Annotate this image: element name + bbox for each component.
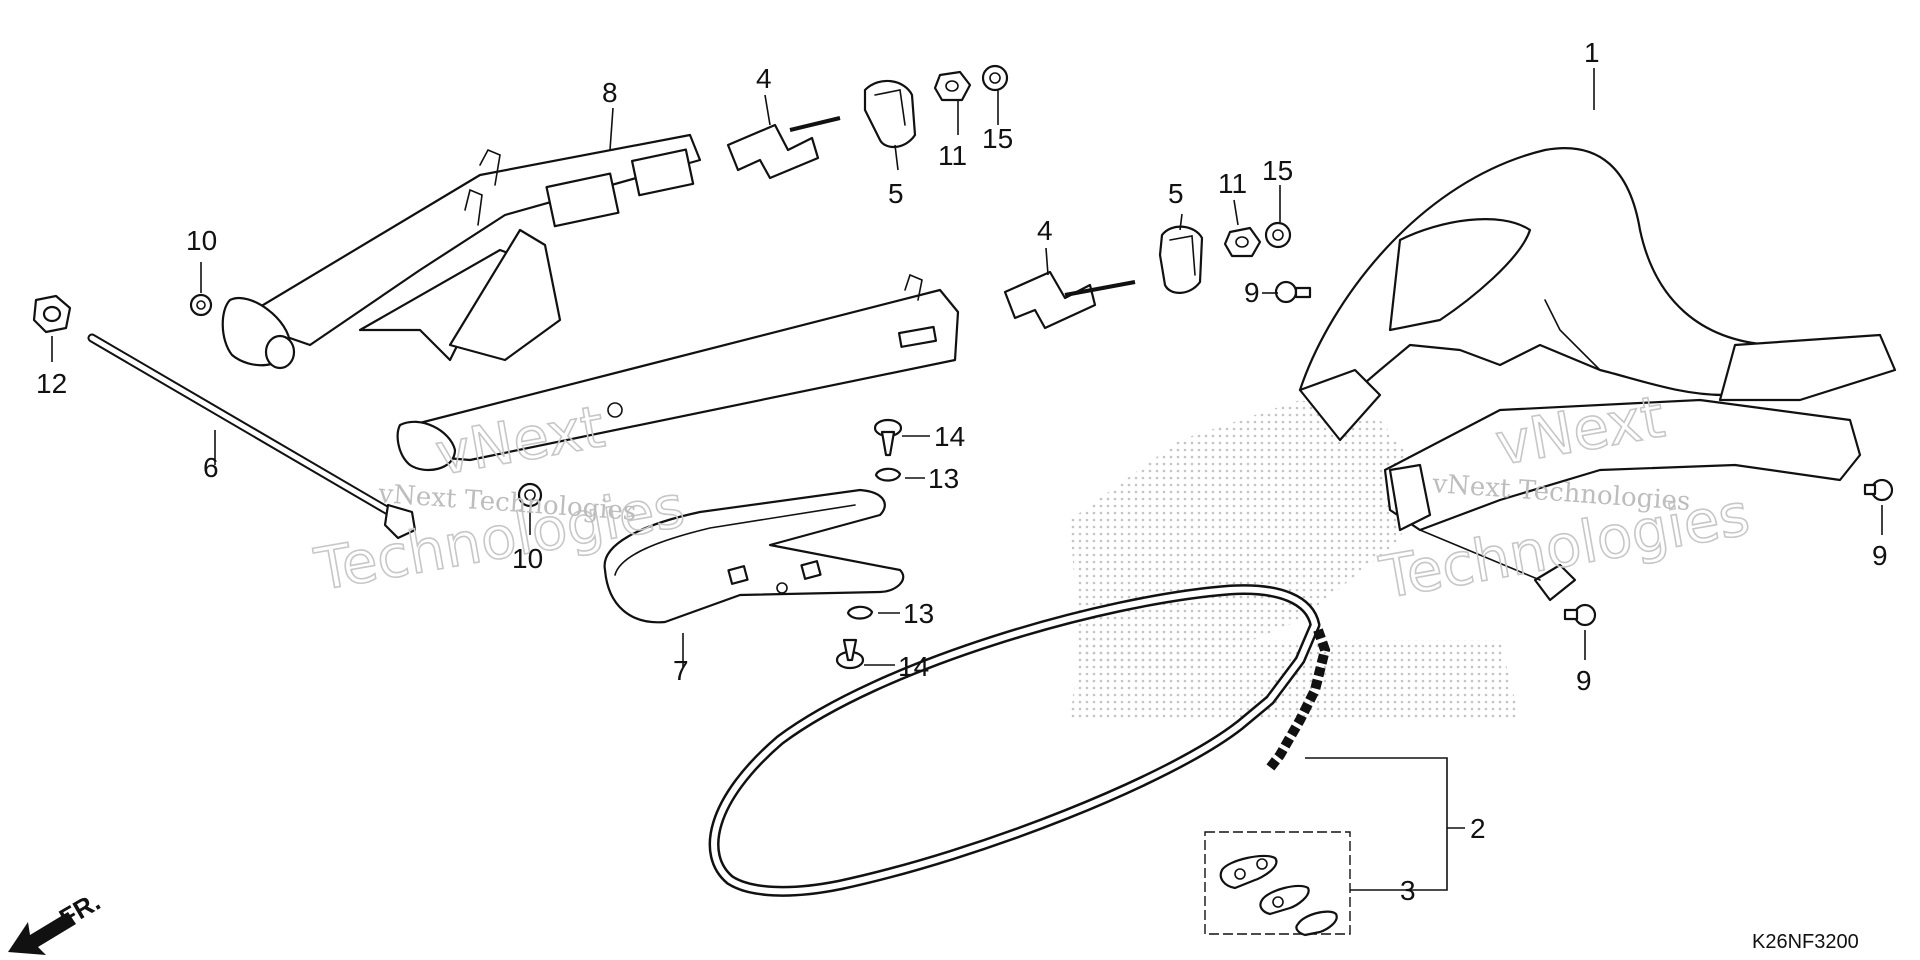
washer-10-top[interactable] xyxy=(189,293,213,317)
end-cap-left[interactable] xyxy=(863,79,917,148)
callout-5a: 5 xyxy=(888,178,904,209)
callout-11a: 11 xyxy=(938,140,967,171)
bolt-9-bottom[interactable] xyxy=(1563,603,1597,627)
chain-slider[interactable] xyxy=(603,488,905,624)
callout-13a: 13 xyxy=(928,463,959,494)
nut-15-left[interactable] xyxy=(981,64,1009,92)
callout-9b: 9 xyxy=(1872,540,1888,571)
bolt-9-top[interactable] xyxy=(1274,280,1312,304)
callout-9c: 9 xyxy=(1576,665,1592,696)
nut-15-right[interactable] xyxy=(1264,221,1292,249)
callout-9a: 9 xyxy=(1244,277,1260,308)
callout-11b: 11 xyxy=(1218,168,1247,199)
callout-3: 3 xyxy=(1400,875,1416,906)
end-cap-right[interactable] xyxy=(1158,225,1204,294)
callout-5b: 5 xyxy=(1168,178,1184,209)
callout-8: 8 xyxy=(602,77,618,108)
washer-10-bottom[interactable] xyxy=(517,482,543,508)
chain-adjuster-right[interactable] xyxy=(1003,270,1136,330)
callout-4b: 4 xyxy=(1037,215,1053,246)
svg-text:vNext: vNext xyxy=(431,392,610,488)
nut-11-left[interactable] xyxy=(933,70,972,102)
callout-7: 7 xyxy=(673,655,689,686)
honda-watermark xyxy=(1070,400,1520,720)
callout-1: 1 xyxy=(1584,37,1600,68)
master-link-kit[interactable] xyxy=(1204,831,1351,937)
clip-13-bottom[interactable] xyxy=(846,605,874,620)
clip-13-top[interactable] xyxy=(874,467,902,482)
callout-12: 12 xyxy=(36,368,67,399)
callout-labels: 1 2 3 4 4 5 5 6 7 8 9 9 9 10 10 11 11 12… xyxy=(36,37,1888,906)
callout-15a: 15 xyxy=(982,123,1013,154)
pivot-bolt[interactable] xyxy=(87,333,417,540)
rear-fender[interactable] xyxy=(1298,147,1897,602)
callout-14a: 14 xyxy=(934,421,965,452)
screw-14-top[interactable] xyxy=(873,418,903,457)
callout-6: 6 xyxy=(203,452,219,483)
bolt-9-right[interactable] xyxy=(1863,478,1894,502)
pivot-nut-12[interactable] xyxy=(32,294,72,334)
diagram-code: K26NF3200 xyxy=(1752,931,1859,953)
front-direction-arrow: FR. xyxy=(8,886,105,955)
leader-lines xyxy=(51,68,1883,891)
drive-chain[interactable] xyxy=(708,584,1331,897)
callout-10b: 10 xyxy=(512,543,543,574)
callout-4a: 4 xyxy=(756,63,772,94)
callout-2: 2 xyxy=(1470,813,1486,844)
callout-10a: 10 xyxy=(186,225,217,256)
screw-14-bottom[interactable] xyxy=(835,638,865,670)
nut-11-right[interactable] xyxy=(1223,226,1262,258)
callout-15b: 15 xyxy=(1262,155,1293,186)
callout-13b: 13 xyxy=(903,598,934,629)
chain-adjuster-left[interactable] xyxy=(726,116,841,180)
swingarm[interactable] xyxy=(221,133,960,472)
callout-14b: 14 xyxy=(898,651,929,682)
